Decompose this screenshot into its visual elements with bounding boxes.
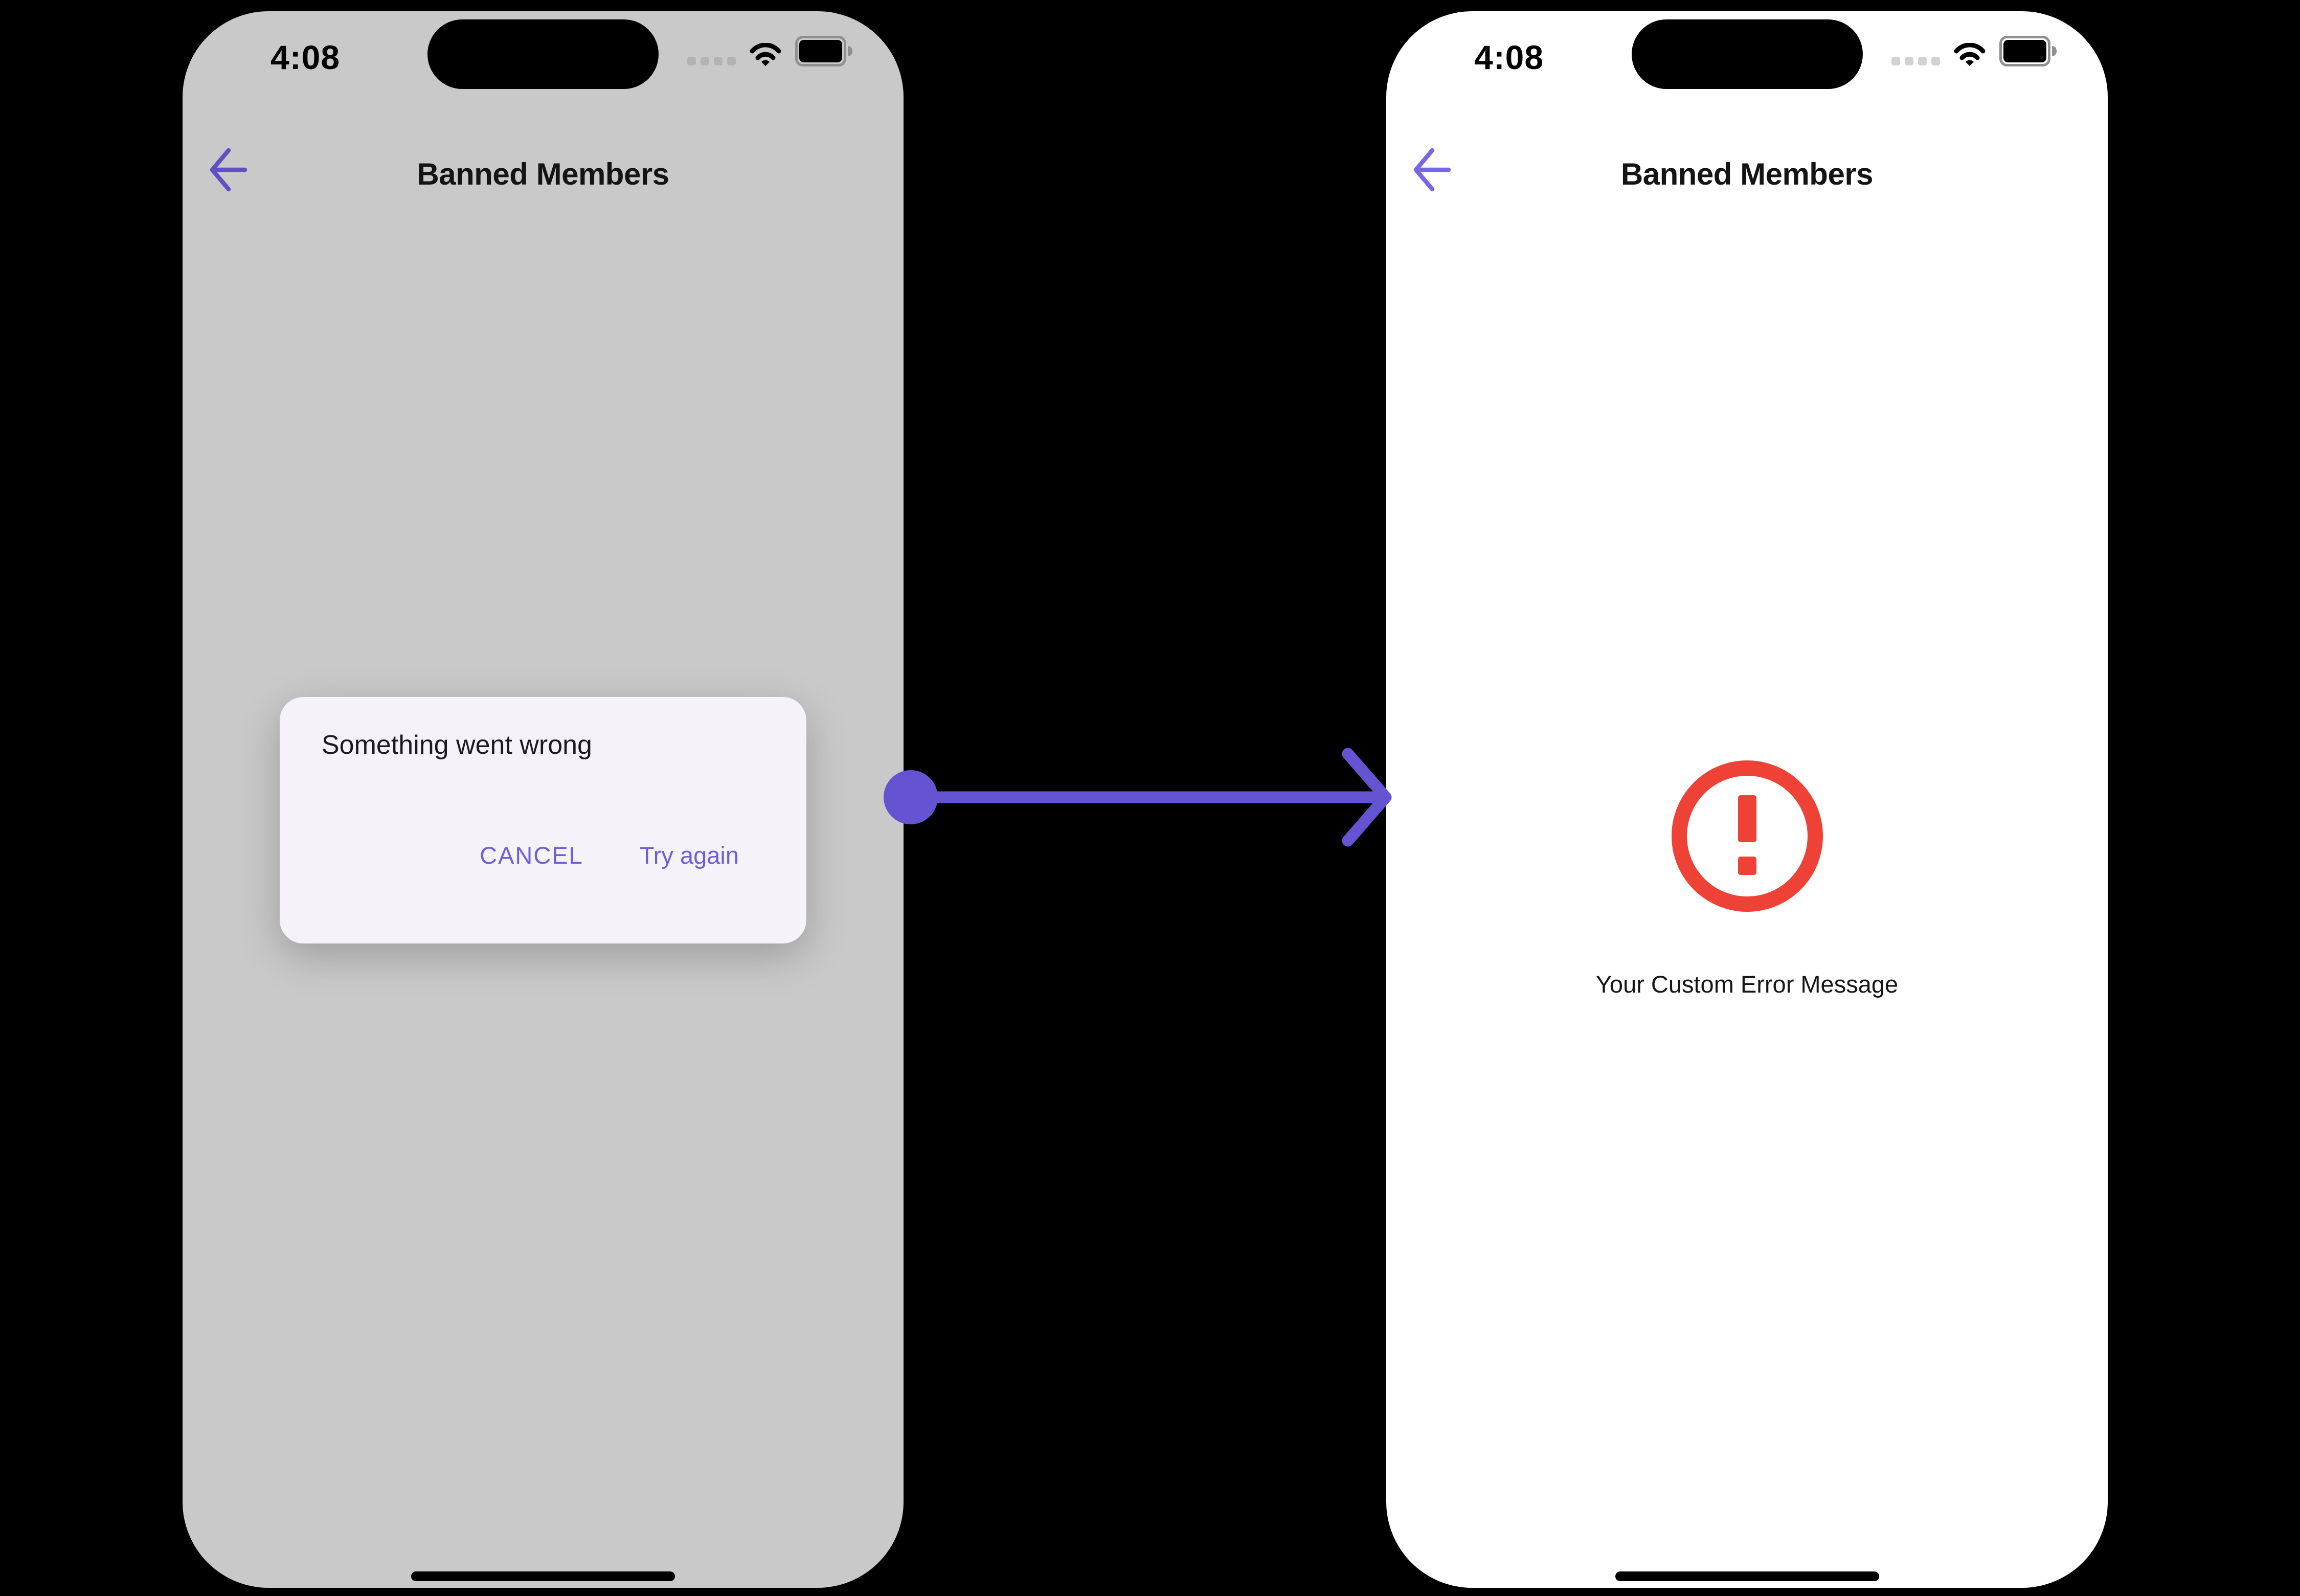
error-exclamation-icon	[1671, 760, 1823, 912]
cellular-signal-icon	[687, 57, 736, 66]
home-indicator[interactable]	[411, 1571, 675, 1581]
back-arrow-icon	[1413, 148, 1451, 192]
error-state-view: Your Custom Error Message	[1386, 759, 2108, 998]
error-message: Your Custom Error Message	[1595, 971, 1899, 998]
status-icons	[1891, 36, 2057, 66]
wifi-icon	[750, 43, 781, 66]
cancel-button[interactable]: CANCEL	[480, 842, 583, 869]
battery-nub	[2052, 46, 2057, 56]
battery-icon	[1999, 36, 2057, 66]
status-time: 4:08	[270, 38, 341, 76]
status-bar: 4:08	[1386, 11, 2108, 119]
dynamic-island	[427, 19, 659, 89]
back-button[interactable]	[208, 143, 247, 196]
arrow-right-connector	[869, 736, 1422, 859]
dialog-actions: CANCEL Try again	[480, 841, 739, 869]
try-again-button[interactable]: Try again	[639, 842, 739, 869]
dynamic-island	[1631, 19, 1863, 89]
back-button[interactable]	[1412, 143, 1451, 196]
wifi-icon	[1954, 43, 1986, 66]
battery-icon	[795, 36, 852, 66]
right-phone-screen: 4:08 Banned Members Your Custom Error	[1386, 11, 2108, 1588]
left-phone-screen: 4:08 Banned Members Something went wrong…	[183, 11, 904, 1588]
page-title: Banned Members	[1620, 157, 1874, 191]
battery-nub	[848, 46, 852, 56]
dialog-title: Something went wrong	[322, 730, 592, 760]
error-dialog: Something went wrong CANCEL Try again	[280, 697, 806, 943]
status-bar: 4:08	[183, 11, 904, 119]
home-indicator[interactable]	[1615, 1571, 1879, 1581]
status-time: 4:08	[1474, 38, 1544, 76]
status-icons	[687, 36, 852, 66]
page-title: Banned Members	[417, 157, 669, 191]
back-arrow-icon	[210, 148, 247, 192]
cellular-signal-icon	[1891, 57, 1940, 66]
